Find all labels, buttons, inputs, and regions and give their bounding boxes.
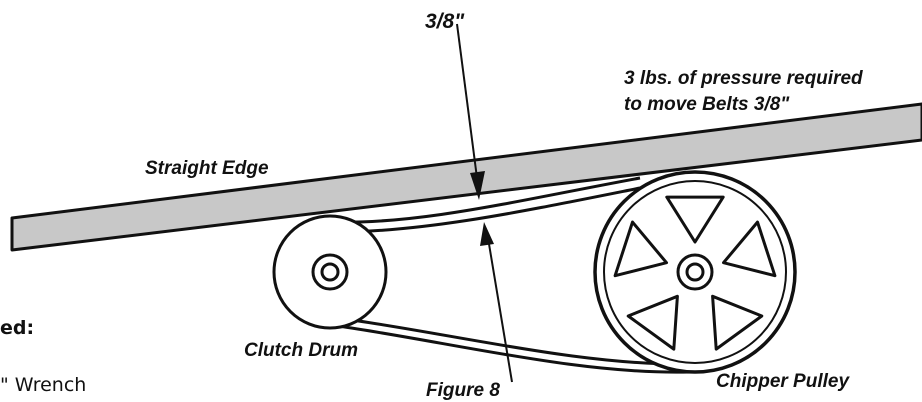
pulley-spoke-cutout — [626, 294, 679, 351]
figure-label: Figure 8 — [426, 380, 500, 401]
clutch-drum — [272, 214, 388, 330]
deflection-arrows — [456, 23, 513, 383]
chipper-pulley — [593, 170, 797, 374]
pulley-spoke-cutout — [613, 220, 668, 278]
pulley-spoke-cutout — [711, 294, 764, 351]
belt — [329, 176, 691, 374]
down-arrowhead — [470, 171, 485, 200]
pulley-spoke-cutout — [722, 220, 777, 278]
straight-edge-bar — [10, 102, 922, 252]
up-arrowhead — [480, 222, 494, 246]
pulley-spokes — [613, 195, 777, 351]
chipper-pulley-label: Chipper Pulley — [716, 371, 850, 392]
side-heading-fragment: ed: — [0, 317, 34, 339]
pulley-spoke-cutout — [665, 195, 725, 244]
pressure-label-line2: to move Belts 3/8" — [624, 94, 790, 115]
straight-edge-label: Straight Edge — [145, 158, 269, 179]
measurement-label: 3/8" — [425, 10, 465, 33]
clutch-drum-label: Clutch Drum — [244, 340, 358, 361]
pressure-label-line1: 3 lbs. of pressure required — [624, 68, 863, 89]
side-item-fragment: " Wrench — [0, 374, 86, 396]
